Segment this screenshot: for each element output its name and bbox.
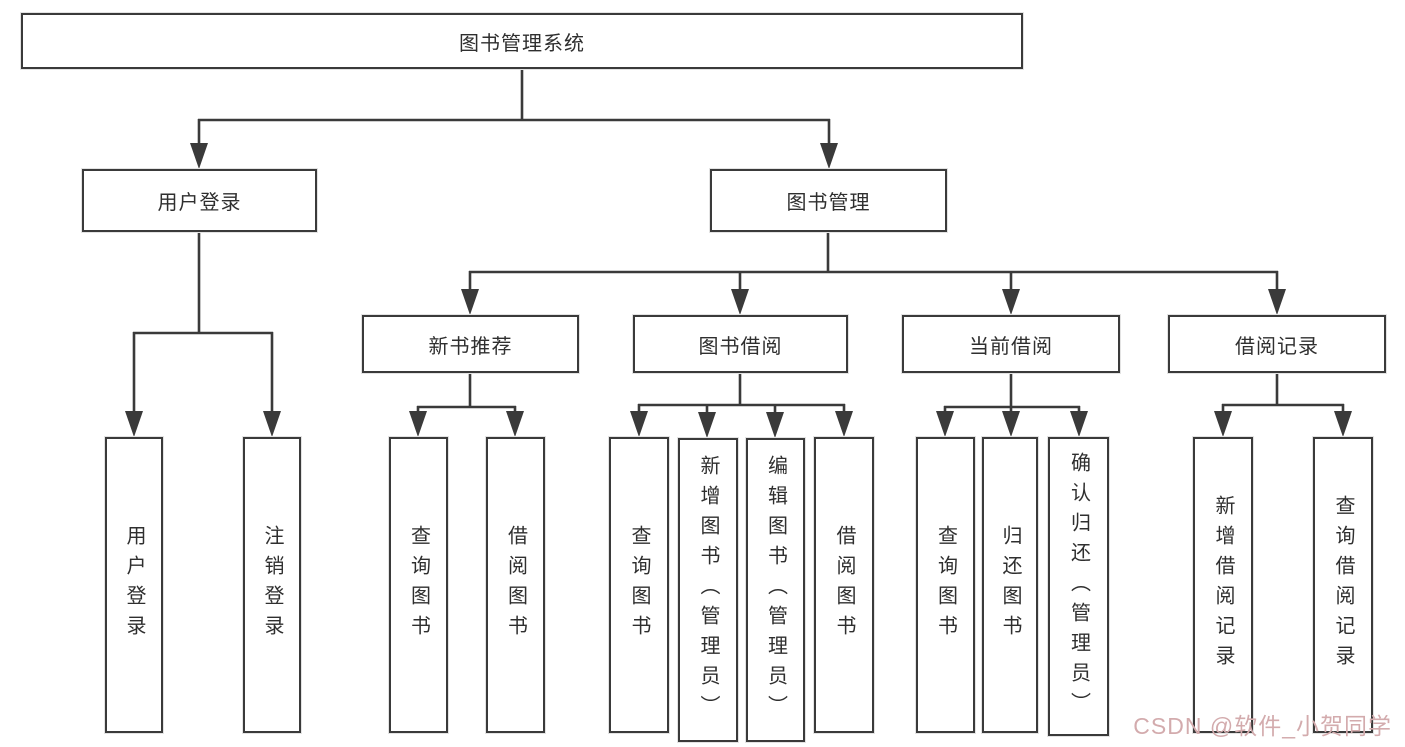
leaf-return-book: 归还图书: [982, 437, 1038, 733]
node-book-borrowing: 图书借阅: [633, 315, 848, 373]
leaf-edit-book-admin: 编辑图书（管理员）: [746, 438, 805, 742]
node-user-login-branch: 用户登录: [82, 169, 317, 232]
node-current-borrowing: 当前借阅: [902, 315, 1120, 373]
leaf-user-login-label: 用户登录: [123, 525, 145, 645]
node-book-management-label: 图书管理: [786, 192, 871, 214]
leaf-query-borrow-record: 查询借阅记录: [1313, 437, 1373, 733]
leaf-query-books-newbook-label: 查询图书: [407, 525, 430, 645]
leaf-borrow-books-borrowing: 借阅图书: [814, 437, 874, 733]
leaf-query-books-borrowing-label: 查询图书: [628, 525, 650, 645]
node-new-book-recommend: 新书推荐: [362, 315, 579, 373]
csdn-watermark: CSDN @软件_小贺同学: [1133, 713, 1392, 739]
leaf-borrow-books-newbook: 借阅图书: [486, 437, 545, 733]
leaf-query-books-newbook: 查询图书: [389, 437, 448, 733]
leaf-query-books-borrowing: 查询图书: [609, 437, 669, 733]
node-borrow-records: 借阅记录: [1168, 315, 1386, 373]
leaf-query-books-current: 查询图书: [916, 437, 975, 733]
node-new-book-recommend-label: 新书推荐: [428, 335, 513, 358]
leaf-borrow-books-borrowing-label: 借阅图书: [833, 525, 855, 645]
node-library-system-label: 图书管理系统: [459, 32, 585, 55]
leaf-confirm-return-admin-label: 确认归还（管理员）: [1067, 451, 1090, 722]
leaf-add-borrow-record-label: 新增借阅记录: [1212, 495, 1234, 675]
leaf-query-books-current-label: 查询图书: [934, 525, 957, 645]
node-current-borrowing-label: 当前借阅: [969, 335, 1053, 358]
node-book-borrowing-label: 图书借阅: [698, 335, 783, 358]
leaf-add-book-admin-label: 新增图书（管理员）: [697, 455, 719, 725]
leaf-query-borrow-record-label: 查询借阅记录: [1332, 495, 1354, 675]
node-library-system: 图书管理系统: [21, 13, 1023, 69]
node-book-management: 图书管理: [710, 169, 947, 232]
node-borrow-records-label: 借阅记录: [1235, 335, 1319, 358]
leaf-add-borrow-record: 新增借阅记录: [1193, 437, 1253, 733]
leaf-user-login: 用户登录: [105, 437, 163, 733]
leaf-add-book-admin: 新增图书（管理员）: [678, 438, 738, 742]
leaf-logout-label: 注销登录: [261, 525, 283, 645]
node-user-login-branch-label: 用户登录: [157, 192, 242, 214]
leaf-confirm-return-admin: 确认归还（管理员）: [1048, 437, 1109, 736]
leaf-borrow-books-newbook-label: 借阅图书: [504, 525, 527, 645]
leaf-edit-book-admin-label: 编辑图书（管理员）: [764, 455, 787, 725]
leaf-return-book-label: 归还图书: [999, 525, 1021, 645]
leaf-logout: 注销登录: [243, 437, 301, 733]
